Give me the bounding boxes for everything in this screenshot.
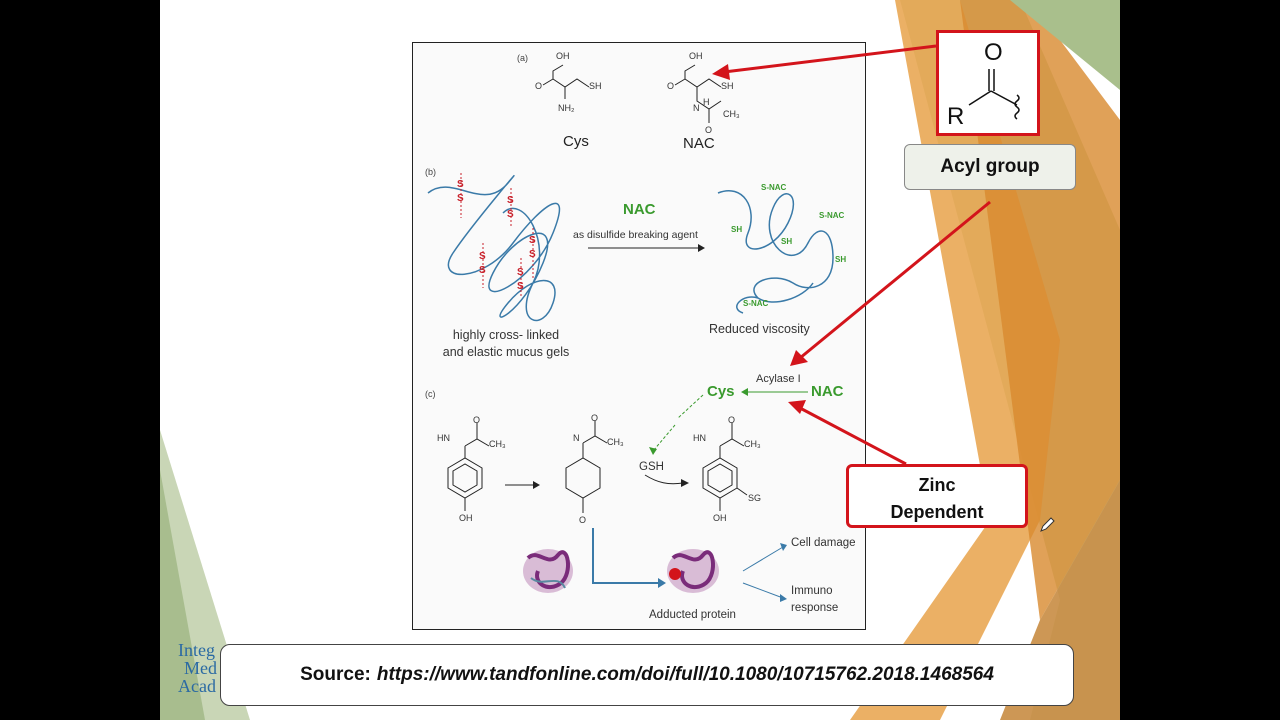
cys-product: Cys [707, 383, 735, 400]
disulfide-s: S [457, 193, 464, 204]
disulfide-s: S [507, 209, 514, 220]
disulfide-s: S [457, 179, 464, 190]
mucus-chain-left [427, 174, 561, 322]
acyl-oxygen: O [984, 39, 1003, 66]
acyl-group-callout: Acyl group [904, 144, 1076, 190]
cys-label: Cys [563, 133, 589, 150]
right-caption: Reduced viscosity [709, 322, 810, 336]
slide: (a) OH O SH NH₂ Cys OH O SH H N CH₃ O NA… [160, 0, 1120, 720]
left-caption-1: highly cross- linked [452, 328, 560, 342]
napqi-n: N [573, 433, 580, 443]
disulfide-s: S [517, 267, 524, 278]
snac-label: S-NAC [819, 211, 845, 220]
acyl-structure-graphic [968, 69, 1020, 120]
acylase-label: Acylase I [756, 373, 801, 385]
zinc-dependent-callout: Zinc Dependent [846, 464, 1028, 528]
conj-sg: SG [748, 493, 762, 503]
nac-label: NAC [683, 135, 715, 152]
protein-structure-right [667, 549, 719, 593]
nac-substrate: NAC [811, 383, 844, 400]
logo-line-1: Integ [178, 640, 215, 660]
cell-damage-label: Cell damage [791, 537, 856, 549]
disulfide-s: S [479, 265, 486, 276]
apap-hn: HN [437, 433, 450, 443]
source-citation: Source: https://www.tandfonline.com/doi/… [220, 644, 1074, 706]
cys-o: O [535, 81, 543, 91]
nac-n: N [693, 103, 700, 113]
nac-o: O [667, 81, 675, 91]
nac-h: H [703, 97, 710, 107]
panel-a-tag: (a) [517, 53, 528, 63]
sh-label: SH [731, 225, 743, 234]
logo-line-3: Acad [178, 676, 216, 696]
zinc-line-2: Dependent [890, 502, 984, 522]
nac-structure [674, 64, 722, 123]
disulfide-s: S [507, 195, 514, 206]
napqi-o2: O [579, 515, 587, 525]
snac-label: S-NAC [743, 299, 769, 308]
source-prefix: Source: [300, 664, 371, 685]
acyl-structure-box: O R [936, 30, 1040, 136]
cys-oh: OH [556, 51, 570, 61]
nac-oh: OH [689, 51, 703, 61]
panel-c-tag: (c) [425, 389, 436, 399]
academy-logo: Integ Med Acad [178, 641, 217, 695]
apap-oh: OH [459, 513, 473, 523]
disulfide-s: S [479, 251, 486, 262]
conj-o: O [728, 415, 736, 425]
conj-hn: HN [693, 433, 706, 443]
panel-b-tag: (b) [425, 167, 436, 177]
nac-sh: SH [721, 81, 734, 91]
gsh-label: GSH [639, 461, 664, 473]
acetaminophen-ring [447, 423, 490, 511]
disulfide-s: S [529, 249, 536, 260]
disulfide-bonds [460, 173, 534, 298]
conj-oh: OH [713, 513, 727, 523]
zinc-line-1: Zinc [918, 475, 956, 495]
immuno-label-2: response [791, 602, 839, 614]
acyl-r-group: R [947, 103, 965, 130]
adducted-label: Adducted protein [649, 609, 736, 621]
logo-line-2: Med [184, 658, 217, 678]
agent-caption: as disulfide breaking agent [573, 229, 698, 241]
reduced-chain-right [717, 190, 834, 314]
nac-o2: O [705, 125, 713, 135]
napqi-o: O [591, 413, 599, 423]
conj-ch3: CH₃ [744, 439, 761, 449]
cys-nh2: NH₂ [558, 103, 575, 113]
sh-label: SH [781, 237, 793, 246]
cys-sh: SH [589, 81, 602, 91]
napqi-ring [565, 421, 608, 513]
immuno-label-1: Immuno [791, 585, 833, 597]
conjugate-ring [702, 423, 748, 511]
reaction-figure: (a) OH O SH NH₂ Cys OH O SH H N CH₃ O NA… [412, 42, 866, 630]
figure-graphics [427, 64, 834, 602]
apap-ch3: CH₃ [489, 439, 506, 449]
pen-cursor-icon [1040, 517, 1055, 532]
napqi-ch3: CH₃ [607, 437, 624, 447]
disulfide-s: S [529, 235, 536, 246]
apap-o: O [473, 415, 481, 425]
disulfide-s: S [517, 281, 524, 292]
source-url[interactable]: https://www.tandfonline.com/doi/full/10.… [376, 664, 994, 685]
nac-agent: NAC [623, 201, 656, 218]
cys-structure [542, 64, 590, 99]
left-caption-2: and elastic mucus gels [442, 345, 570, 359]
nac-ch3: CH₃ [723, 109, 740, 119]
snac-label: S-NAC [761, 183, 787, 192]
sh-label: SH [835, 255, 847, 264]
protein-structure-left [523, 549, 573, 593]
